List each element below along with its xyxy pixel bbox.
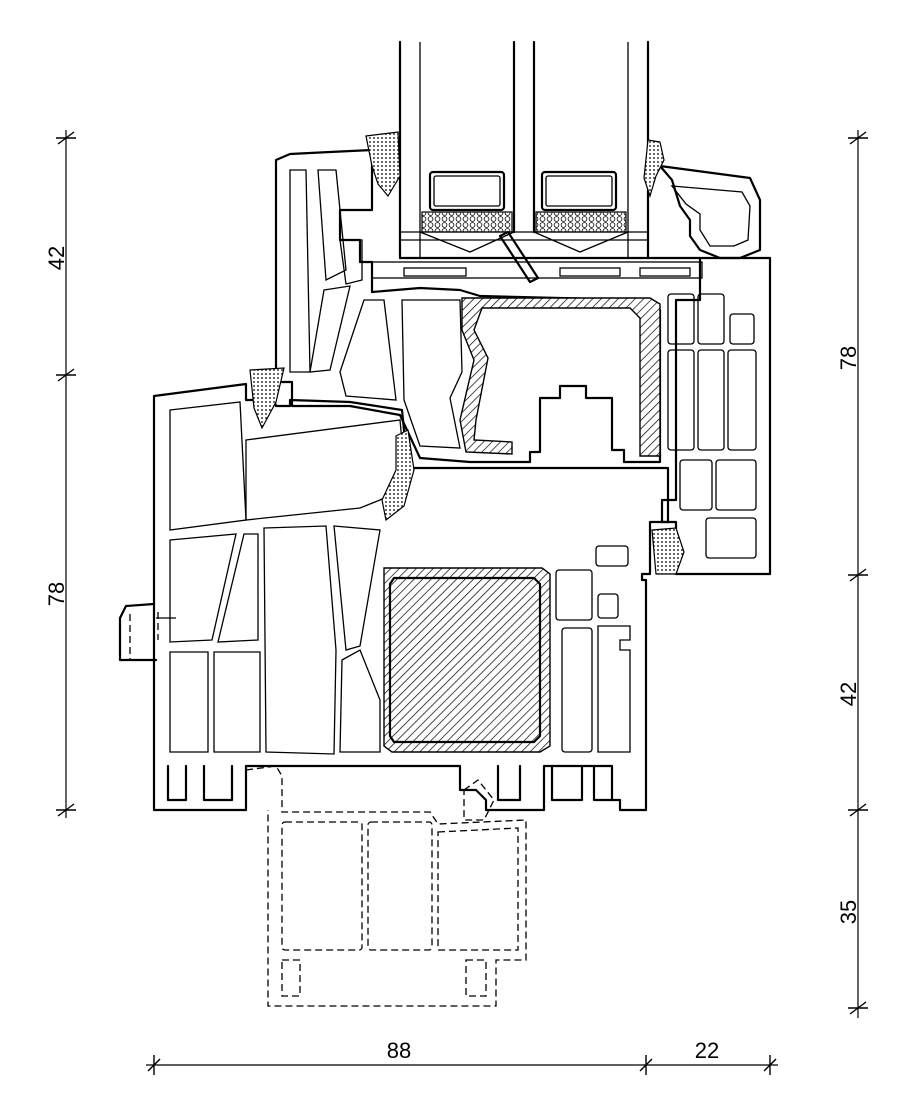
dim-bottom-88: 88	[387, 1038, 411, 1063]
dim-right-42: 42	[836, 682, 861, 706]
dim-right-78: 78	[836, 346, 861, 370]
dim-right-35: 35	[836, 900, 861, 924]
dimension-lines	[56, 130, 868, 1075]
gaskets	[249, 131, 685, 575]
mounting-profile-dashed	[245, 765, 527, 1007]
sash-profile	[274, 148, 772, 576]
dimension-labels: 42 78 78 42 35 88 22	[44, 246, 861, 1063]
frame-profile	[118, 382, 670, 812]
dim-left-42: 42	[44, 246, 69, 270]
dim-left-78: 78	[44, 582, 69, 606]
dim-bottom-22: 22	[695, 1038, 719, 1063]
